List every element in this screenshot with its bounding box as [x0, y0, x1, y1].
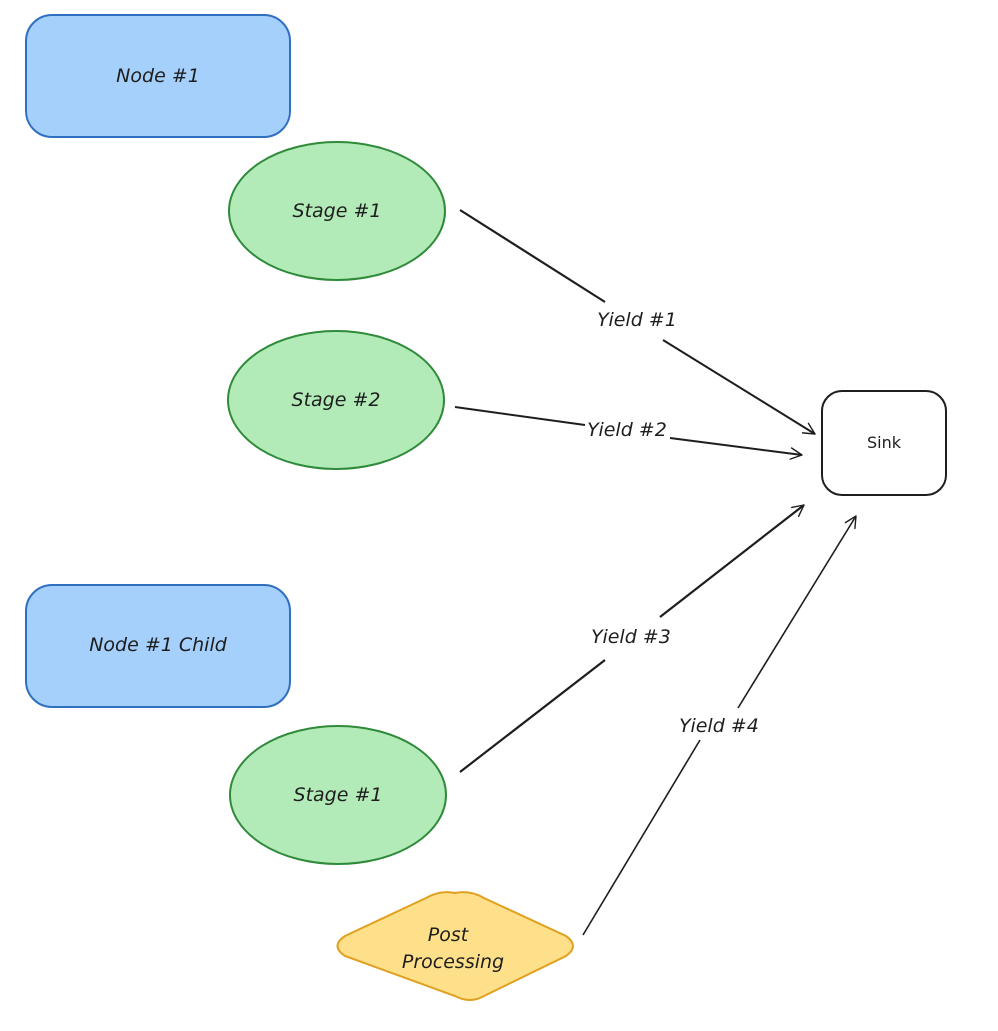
- stage-1-bottom[interactable]: Stage #1: [229, 725, 447, 865]
- stage-1-bottom-shape: [229, 725, 447, 865]
- stage-2-shape: [227, 330, 445, 470]
- edge-yield-4[interactable]: Yield #4: [582, 515, 857, 936]
- node-1-child[interactable]: Node #1 Child: [25, 584, 291, 708]
- node-1-label: Node #1: [116, 65, 200, 87]
- edge-yield-2-line-a: [454, 406, 586, 426]
- post-processing-label-line1: Post: [428, 924, 470, 946]
- node-1-child-shape: [25, 584, 291, 708]
- node-1-shape: [25, 14, 291, 138]
- node-1[interactable]: Node #1: [25, 14, 291, 138]
- sink-label: Sink: [867, 433, 902, 452]
- edge-yield-3-line-b: [659, 504, 805, 618]
- node-1-child-label: Node #1 Child: [89, 634, 228, 656]
- post-processing-shape: [336, 891, 574, 1001]
- edge-yield-1[interactable]: Yield #1: [459, 209, 816, 435]
- edge-yield-3-label: Yield #3: [591, 626, 671, 648]
- edge-yield-4-label: Yield #4: [679, 715, 759, 737]
- post-processing[interactable]: Post Processing: [336, 891, 574, 1001]
- edge-yield-1-line-a: [459, 209, 606, 303]
- edge-yield-1-label: Yield #1: [597, 309, 677, 331]
- edge-yield-2[interactable]: Yield #2: [454, 406, 803, 460]
- edge-yield-2-line-b: [669, 437, 803, 460]
- stage-2[interactable]: Stage #2: [227, 330, 445, 470]
- stage-1-bottom-label: Stage #1: [294, 784, 383, 806]
- sink-shape: [821, 390, 947, 496]
- sink[interactable]: Sink: [821, 390, 947, 496]
- stage-2-label: Stage #2: [292, 389, 381, 411]
- edge-yield-2-label: Yield #2: [587, 419, 667, 441]
- edge-yield-1-line-b: [662, 339, 816, 435]
- edge-yield-4-line-a: [582, 739, 701, 936]
- edge-yield-3[interactable]: Yield #3: [459, 504, 805, 773]
- stage-1-top-label: Stage #1: [293, 200, 382, 222]
- edge-yield-4-line-b: [737, 515, 857, 709]
- edge-yield-3-line-a: [459, 659, 606, 773]
- stage-1-top-shape: [228, 141, 446, 281]
- stage-1-top[interactable]: Stage #1: [228, 141, 446, 281]
- post-processing-label-line2: Processing: [402, 951, 504, 973]
